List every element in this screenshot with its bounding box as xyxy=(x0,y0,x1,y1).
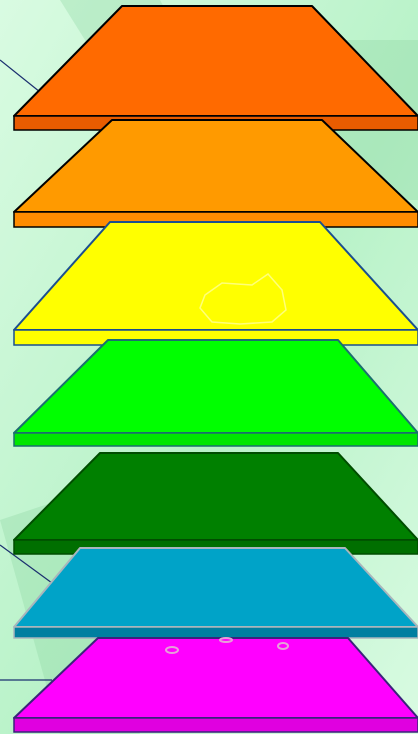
layer-front-edge xyxy=(14,718,418,732)
layer-front-edge xyxy=(14,627,418,638)
layer-6-blue xyxy=(14,548,418,638)
layer-front-edge xyxy=(14,433,418,446)
